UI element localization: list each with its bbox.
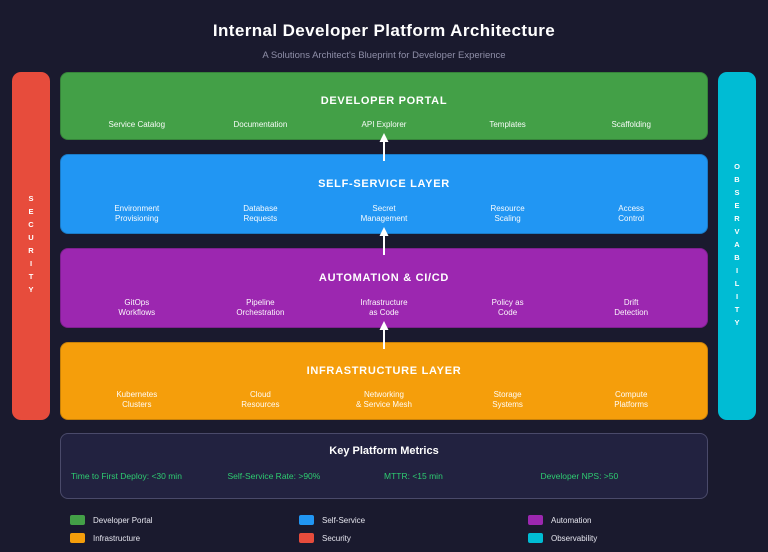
layer-infrastructure: INFRASTRUCTURE LAYER Kubernetes Clusters…: [60, 342, 708, 420]
layer-self-service-items: Environment Provisioning Database Reques…: [75, 204, 693, 224]
layer-item: Policy as Code: [491, 298, 524, 317]
legend-label: Automation: [551, 515, 592, 525]
layer-developer-portal-title: DEVELOPER PORTAL: [320, 94, 448, 107]
layer-item: Scaffolding: [611, 120, 651, 129]
layer-item: Database Requests: [243, 204, 278, 223]
metrics-row: Time to First Deploy: <30 min Self-Servi…: [71, 471, 697, 481]
layer-item: Infrastructure as Code: [360, 298, 408, 317]
up-arrow-icon: [379, 133, 389, 161]
layer-developer-portal-items: Service Catalog Documentation API Explor…: [75, 120, 693, 130]
legend-item-self-service: Self-Service: [299, 515, 528, 525]
legend-swatch: [70, 533, 85, 543]
layer-item: Storage Systems: [492, 390, 523, 409]
layer-item: Cloud Resources: [241, 390, 280, 409]
flow-gap: [60, 133, 708, 161]
metric-developer-nps: Developer NPS: >50: [540, 471, 619, 481]
up-arrow-icon: [379, 321, 389, 349]
observability-bar: OBSERVABILITY: [718, 72, 756, 420]
legend-label: Security: [322, 533, 351, 543]
layer-infrastructure-title: INFRASTRUCTURE LAYER: [306, 364, 462, 377]
legend-swatch: [528, 515, 543, 525]
layer-item: Pipeline Orchestration: [236, 298, 285, 317]
metrics-title: Key Platform Metrics: [329, 445, 439, 457]
legend-swatch: [299, 533, 314, 543]
layer-item: Environment Provisioning: [114, 204, 160, 223]
layer-item: Templates: [489, 120, 526, 129]
metrics-panel: Key Platform Metrics Time to First Deplo…: [60, 433, 708, 499]
legend: Developer Portal Self-Service Automation…: [70, 515, 768, 543]
legend-label: Self-Service: [322, 515, 366, 525]
architecture-diagram: SECURITY DEVELOPER PORTAL Service Catalo…: [12, 72, 756, 420]
legend-swatch: [299, 515, 314, 525]
layer-item: Documentation: [233, 120, 288, 129]
layer-item: Service Catalog: [108, 120, 166, 129]
layer-infrastructure-items: Kubernetes Clusters Cloud Resources Netw…: [75, 390, 693, 410]
observability-bar-label: OBSERVABILITY: [732, 161, 742, 331]
flow-gap: [60, 321, 708, 349]
layer-automation-items: GitOps Workflows Pipeline Orchestration …: [75, 298, 693, 318]
legend-item-observability: Observability: [528, 533, 757, 543]
layer-item: Compute Platforms: [614, 390, 649, 409]
security-bar: SECURITY: [12, 72, 50, 420]
layer-item: Access Control: [618, 204, 645, 223]
metric-mttr: MTTR: <15 min: [384, 471, 443, 481]
legend-label: Observability: [551, 533, 598, 543]
legend-swatch: [70, 515, 85, 525]
legend-label: Infrastructure: [93, 533, 141, 543]
layer-item: Networking & Service Mesh: [355, 390, 412, 409]
security-bar-label: SECURITY: [26, 194, 36, 298]
layer-item: API Explorer: [361, 120, 407, 129]
legend-item-infrastructure: Infrastructure: [70, 533, 299, 543]
layer-automation: AUTOMATION & CI/CD GitOps Workflows Pipe…: [60, 248, 708, 328]
legend-item-developer-portal: Developer Portal: [70, 515, 299, 525]
layer-item: Resource Scaling: [490, 204, 525, 223]
layer-stack: DEVELOPER PORTAL Service Catalog Documen…: [60, 72, 708, 420]
flow-gap: [60, 227, 708, 255]
metric-self-service-rate: Self-Service Rate: >90%: [227, 471, 321, 481]
page-subtitle: A Solutions Architect's Blueprint for De…: [262, 50, 506, 61]
layer-self-service-title: SELF-SERVICE LAYER: [318, 177, 450, 190]
legend-label: Developer Portal: [93, 515, 153, 525]
layer-item: GitOps Workflows: [118, 298, 156, 317]
page-title: Internal Developer Platform Architecture: [212, 21, 556, 40]
metric-time-to-first-deploy: Time to First Deploy: <30 min: [71, 471, 182, 481]
up-arrow-icon: [379, 227, 389, 255]
layer-self-service: SELF-SERVICE LAYER Environment Provision…: [60, 154, 708, 234]
legend-item-automation: Automation: [528, 515, 757, 525]
layer-item: Drift Detection: [614, 298, 649, 317]
page-header: Internal Developer Platform Architecture…: [0, 0, 768, 72]
layer-item: Kubernetes Clusters: [116, 390, 158, 409]
layer-automation-title: AUTOMATION & CI/CD: [318, 271, 450, 284]
legend-item-security: Security: [299, 533, 528, 543]
layer-developer-portal: DEVELOPER PORTAL Service Catalog Documen…: [60, 72, 708, 140]
layer-item: Secret Management: [360, 204, 408, 223]
legend-swatch: [528, 533, 543, 543]
